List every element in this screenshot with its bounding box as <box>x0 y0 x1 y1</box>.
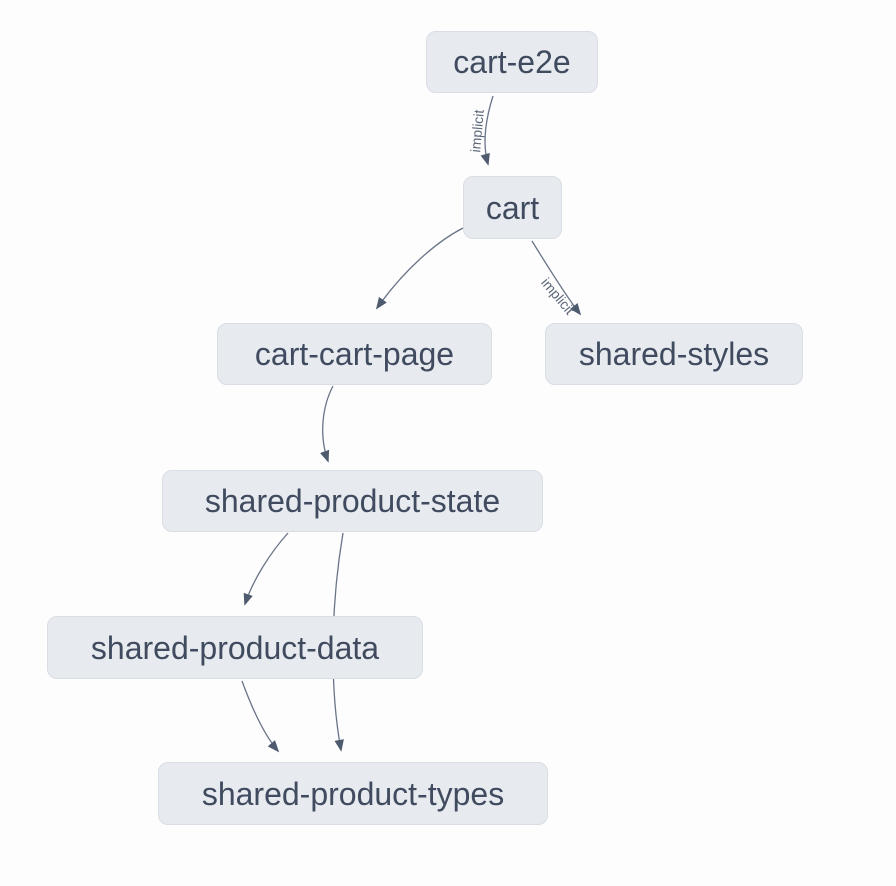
graph-node-cart-cart-page[interactable]: cart-cart-page <box>217 323 492 385</box>
edge-shared-product-state-to-shared-product-data <box>243 532 289 606</box>
node-label: cart <box>485 189 540 226</box>
node-label: cart-cart-page <box>254 336 455 372</box>
graph-node-shared-product-state[interactable]: shared-product-state <box>162 470 543 532</box>
node-label: shared-product-data <box>90 629 380 666</box>
graph-node-shared-product-types[interactable]: shared-product-types <box>158 762 548 825</box>
edge-cart-cart-page-to-shared-product-state <box>320 385 334 463</box>
edge-shared-product-data-to-shared-product-types <box>241 680 280 753</box>
node-label: shared-product-state <box>204 483 501 519</box>
graph-node-cart[interactable]: cart <box>463 176 562 239</box>
node-label: cart-e2e <box>453 44 571 80</box>
edge-cart-e2e-to-cart <box>480 95 494 166</box>
node-label: shared-styles <box>578 336 770 372</box>
edge-cart-to-cart-cart-page <box>375 227 464 310</box>
graph-node-shared-product-data[interactable]: shared-product-data <box>47 616 423 679</box>
graph-node-cart-e2e[interactable]: cart-e2e <box>426 31 598 93</box>
edge-cart-to-shared-styles <box>531 240 582 316</box>
node-label: shared-product-types <box>201 775 505 812</box>
graph-node-shared-styles[interactable]: shared-styles <box>545 323 803 385</box>
